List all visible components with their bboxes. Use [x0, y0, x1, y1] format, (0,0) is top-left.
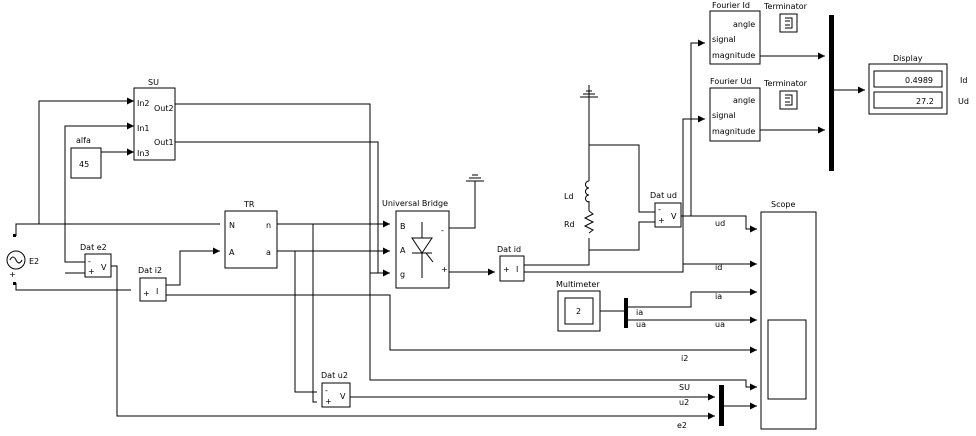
- dat-u2-label: Dat u2: [321, 371, 348, 380]
- tr-transformer-block[interactable]: TR N A n a: [224, 200, 278, 269]
- fourier-ud-magnitude: magnitude: [712, 127, 755, 136]
- su-port-in1: In1: [137, 124, 150, 133]
- bridge-port-a: A: [400, 246, 406, 255]
- signal-label-e2: e2: [677, 421, 687, 430]
- tr-port-n-lower: n: [266, 221, 271, 230]
- signal-label-ia-mux: ia: [636, 308, 643, 317]
- bridge-port-minus: -: [441, 226, 444, 235]
- signal-label-id: id: [715, 263, 722, 272]
- dat-id-plus: +: [503, 265, 510, 274]
- multimeter-label: Multimeter: [556, 280, 600, 289]
- display-block[interactable]: Display 0.4989 27.2 Id Ud: [868, 54, 969, 115]
- fourier-id-block[interactable]: Fourier Id angle signal magnitude: [709, 1, 761, 65]
- dat-ud-label: Dat ud: [650, 191, 677, 200]
- tr-label: TR: [243, 200, 255, 209]
- terminator-ud-block[interactable]: Terminator: [763, 79, 808, 110]
- connection-wires: [15, 39, 865, 420]
- display-ud-value: 27.2: [916, 97, 934, 106]
- fourier-id-angle: angle: [733, 20, 755, 29]
- signal-label-ua-mux: ua: [636, 320, 646, 329]
- ld-inductor: Ld: [564, 180, 590, 203]
- dat-e2-minus: -: [88, 257, 91, 266]
- alfa-label: alfa: [76, 136, 91, 145]
- su-port-out1: Out1: [154, 138, 174, 147]
- multimeter-value: 2: [576, 307, 581, 316]
- su-subsystem-block[interactable]: SU In2 In1 In3 Out2 Out1: [133, 78, 176, 161]
- fourier-id-signal: signal: [712, 35, 736, 44]
- dat-id-label: Dat id: [497, 245, 521, 254]
- dat-i2-i: I: [156, 287, 158, 296]
- signal-label-ia: ia: [715, 292, 722, 301]
- su-port-in2: In2: [137, 99, 150, 108]
- su-port-out2: Out2: [154, 104, 174, 113]
- ld-label: Ld: [564, 192, 574, 201]
- tr-port-n-upper: N: [229, 221, 235, 230]
- bridge-port-g: g: [400, 270, 405, 279]
- dat-ud-voltage-sensor-block[interactable]: Dat ud - + V: [650, 191, 682, 228]
- signal-label-i2: i2: [681, 354, 688, 363]
- mux-bar-fourier[interactable]: [829, 15, 834, 171]
- display-label: Display: [893, 54, 923, 63]
- dat-ud-v: V: [671, 212, 677, 221]
- dat-e2-plus: +: [88, 267, 95, 276]
- mux-bar-scope-bottom[interactable]: [719, 385, 724, 426]
- display-id-value: 0.4989: [905, 76, 933, 85]
- mux-bar-multimeter[interactable]: [624, 298, 628, 328]
- scope-block[interactable]: Scope: [760, 200, 817, 430]
- e2-label: E2: [29, 257, 39, 266]
- dat-u2-minus: -: [325, 386, 328, 395]
- rd-resistor: Rd: [564, 210, 595, 234]
- fourier-ud-angle: angle: [733, 96, 755, 105]
- signal-label-ua: ua: [715, 320, 725, 329]
- rd-label: Rd: [564, 220, 575, 229]
- ground-symbol-bridge: [466, 174, 484, 194]
- fourier-id-label: Fourier Id: [712, 1, 750, 10]
- multimeter-block[interactable]: Multimeter 2: [556, 280, 601, 332]
- signal-label-su: SU: [679, 383, 690, 392]
- dat-i2-current-sensor-block[interactable]: Dat i2 + I: [138, 266, 167, 302]
- dat-id-current-sensor-block[interactable]: Dat id + I: [497, 245, 525, 282]
- dat-ud-minus: -: [658, 205, 661, 214]
- fourier-ud-signal: signal: [712, 111, 736, 120]
- terminator-id-block[interactable]: Terminator: [763, 2, 808, 33]
- tr-port-a-upper: A: [229, 248, 235, 257]
- dat-id-i: I: [516, 265, 518, 274]
- svg-text:+: +: [9, 270, 16, 279]
- universal-bridge-label: Universal Bridge: [382, 199, 448, 208]
- bridge-port-b: B: [400, 222, 406, 231]
- alfa-value: 45: [79, 160, 89, 169]
- bridge-port-plus: +: [441, 265, 448, 274]
- signal-label-u2: u2: [679, 398, 689, 407]
- dat-u2-voltage-sensor-block[interactable]: Dat u2 - + V: [321, 371, 351, 408]
- e2-ac-source-block[interactable]: + E2: [6, 234, 39, 285]
- terminator-ud-label: Terminator: [763, 79, 808, 88]
- dat-e2-v: V: [101, 263, 107, 272]
- display-ud-label: Ud: [958, 97, 969, 106]
- su-label: SU: [148, 78, 159, 87]
- dat-u2-plus: +: [325, 397, 332, 406]
- universal-bridge-block[interactable]: Universal Bridge B A g - +: [382, 199, 450, 289]
- dat-e2-label: Dat e2: [80, 243, 107, 252]
- fourier-ud-label: Fourier Ud: [710, 77, 751, 86]
- fourier-id-magnitude: magnitude: [712, 51, 755, 60]
- dat-ud-plus: +: [658, 216, 665, 225]
- dat-i2-plus: +: [143, 289, 150, 298]
- ground-symbol-top: [580, 85, 598, 98]
- su-port-in3: In3: [137, 149, 150, 158]
- scope-label: Scope: [771, 200, 795, 209]
- dat-i2-label: Dat i2: [138, 266, 162, 275]
- dat-u2-v: V: [340, 392, 346, 401]
- terminator-id-label: Terminator: [763, 2, 808, 11]
- alfa-constant-block[interactable]: alfa 45: [70, 136, 102, 179]
- display-id-label: Id: [960, 76, 967, 85]
- dat-e2-voltage-sensor-block[interactable]: Dat e2 - + V: [80, 243, 112, 278]
- fourier-ud-block[interactable]: Fourier Ud angle signal magnitude: [709, 77, 761, 142]
- tr-port-a-lower: a: [266, 248, 271, 257]
- signal-label-ud: ud: [715, 219, 725, 228]
